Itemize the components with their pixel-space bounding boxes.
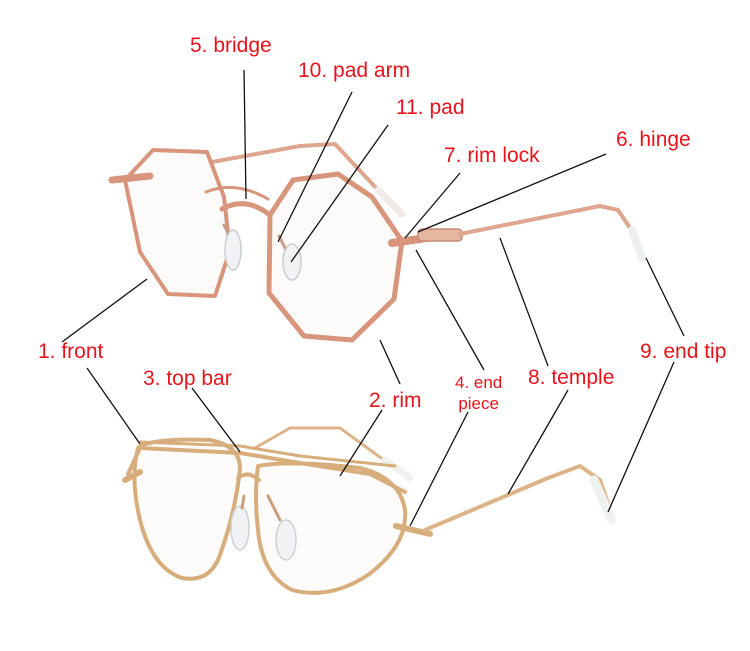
leader-end-tip-top — [646, 258, 684, 336]
leader-front-bottom — [87, 368, 140, 444]
label-end-piece: 4. end piece — [455, 372, 502, 414]
label-rim-lock: 7. rim lock — [444, 144, 540, 168]
label-top-bar: 3. top bar — [143, 367, 232, 391]
label-temple: 8. temple — [528, 366, 614, 390]
label-pad-arm: 10. pad arm — [298, 59, 410, 83]
aviator-left-lens — [134, 440, 240, 579]
label-rim: 2. rim — [369, 389, 422, 413]
octagonal-left-end-piece — [112, 176, 150, 180]
label-front: 1. front — [38, 340, 103, 364]
label-end-piece-line-1: 4. end — [455, 372, 502, 393]
leader-bridge — [244, 70, 246, 199]
octagonal-near-temple — [460, 206, 642, 254]
leader-rim-bottom — [340, 410, 382, 476]
label-end-tip: 9. end tip — [640, 340, 726, 364]
leader-rim-top — [380, 340, 400, 384]
aviator-pad-left — [231, 506, 249, 550]
leader-end-tip-bottom — [608, 362, 674, 512]
aviator-glasses — [125, 428, 612, 593]
octagonal-near-end-tip — [632, 230, 642, 258]
label-end-piece-line-2: piece — [455, 393, 502, 414]
label-bridge: 5. bridge — [190, 34, 272, 58]
aviator-pad-arm-left — [242, 496, 244, 508]
label-pad: 11. pad — [396, 96, 465, 120]
octagonal-pad-left — [225, 230, 241, 270]
leader-temple-bottom — [508, 390, 568, 494]
octagonal-left-lens — [125, 150, 230, 296]
leader-temple-top — [500, 238, 548, 366]
octagonal-pad-right — [283, 244, 301, 280]
leader-end-piece-top — [416, 250, 484, 370]
octagonal-bridge — [222, 204, 270, 215]
aviator-far-end-tip — [385, 460, 410, 478]
aviator-bridge — [238, 474, 259, 480]
octagonal-hinge-block — [418, 229, 462, 241]
octagonal-glasses — [112, 144, 642, 340]
label-hinge: 6. hinge — [616, 128, 691, 152]
aviator-pad-right — [276, 520, 296, 560]
leader-end-piece-bottom — [410, 412, 468, 526]
leader-front-top — [62, 279, 147, 342]
